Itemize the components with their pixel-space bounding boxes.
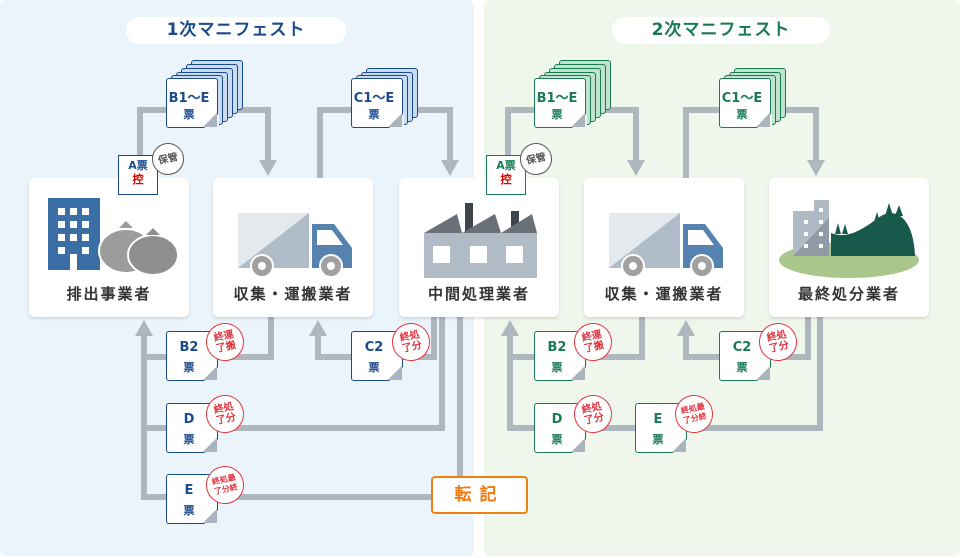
- actor-label-final-disposal: 最終処分業者: [797, 285, 900, 303]
- ticket-suffix: 票: [551, 361, 563, 374]
- truck-icon: [609, 213, 723, 278]
- ticket-suffix: 票: [368, 361, 380, 374]
- connector-d-return: [144, 317, 445, 431]
- secondary-manifest-title: 2次マニフェスト: [612, 17, 830, 44]
- ticket-suffix: 票: [183, 504, 195, 517]
- primary-manifest-title: 1次マニフェスト: [126, 17, 346, 44]
- connector-e-return-2: [700, 317, 823, 431]
- ticket-stack-c1-e-2: C1～E 票: [719, 68, 786, 129]
- ticket-code: C2: [364, 340, 384, 355]
- ticket-suffix: 票: [183, 433, 195, 446]
- ticket-suffix: 票: [736, 361, 748, 374]
- truck-icon: [238, 213, 352, 278]
- arrow-up-icon: [677, 320, 695, 336]
- ticket-code: A票: [128, 159, 148, 172]
- landfill-icon: [779, 200, 919, 278]
- ticket-code: D: [183, 412, 195, 427]
- ticket-stack-c1-e: C1～E 票: [351, 68, 418, 129]
- arrow-up-icon: [309, 320, 327, 336]
- actor-label-emitter: 排出事業者: [66, 285, 152, 303]
- ticket-code: B2: [547, 340, 567, 355]
- ticket-code: E: [184, 483, 194, 498]
- office-building-with-garbage-icon: [48, 198, 179, 276]
- ticket-code: B2: [179, 340, 199, 355]
- actor-card-intermediate: 中間処理業者: [399, 178, 559, 317]
- ticket-suffix: 票: [183, 361, 195, 374]
- ticket-stack-b1-e-2: B1～E 票: [534, 60, 611, 129]
- ticket-code: B1～E: [168, 91, 210, 106]
- actor-card-transporter-1: 収集・運搬業者: [213, 178, 373, 317]
- ticket-note: 控: [500, 173, 512, 186]
- ticket-suffix: 票: [368, 108, 380, 121]
- ticket-suffix: 票: [652, 433, 664, 446]
- actor-label-intermediate: 中間処理業者: [427, 285, 530, 303]
- actor-label-transporter-1: 収集・運搬業者: [233, 285, 353, 303]
- ticket-stack-b1-e: B1～E 票: [166, 60, 243, 129]
- ticket-code: C2: [732, 340, 752, 355]
- ticket-code: B1～E: [536, 91, 578, 106]
- ticket-suffix: 票: [736, 108, 748, 121]
- arrow-down-icon: [627, 160, 645, 176]
- connector-e-return: [141, 317, 463, 500]
- actor-label-transporter-2: 収集・運搬業者: [604, 285, 724, 303]
- arrow-up-icon: [501, 320, 519, 336]
- ticket-suffix: 票: [183, 108, 195, 121]
- actor-card-emitter: 排出事業者: [29, 178, 189, 317]
- ticket-suffix: 票: [551, 108, 563, 121]
- arrow-down-icon: [259, 160, 277, 176]
- ticket-suffix: 票: [551, 433, 563, 446]
- ticket-code: C1～E: [721, 91, 763, 106]
- actor-card-final-disposal: 最終処分業者: [769, 178, 929, 317]
- ticket-note: 控: [132, 173, 144, 186]
- ticket-d-2: D 票: [534, 403, 587, 454]
- arrow-down-icon: [441, 160, 459, 176]
- transfer-record-label: 転記: [431, 476, 528, 514]
- ticket-code: E: [653, 412, 663, 427]
- arrow-up-icon: [135, 320, 153, 336]
- factory-icon: [424, 203, 537, 278]
- ticket-code: D: [551, 412, 563, 427]
- ticket-c2: C2 票: [351, 331, 404, 382]
- arrow-down-icon: [807, 160, 825, 176]
- actor-card-transporter-2: 収集・運搬業者: [584, 178, 744, 317]
- ticket-code: C1～E: [353, 91, 395, 106]
- ticket-code: A票: [496, 159, 516, 172]
